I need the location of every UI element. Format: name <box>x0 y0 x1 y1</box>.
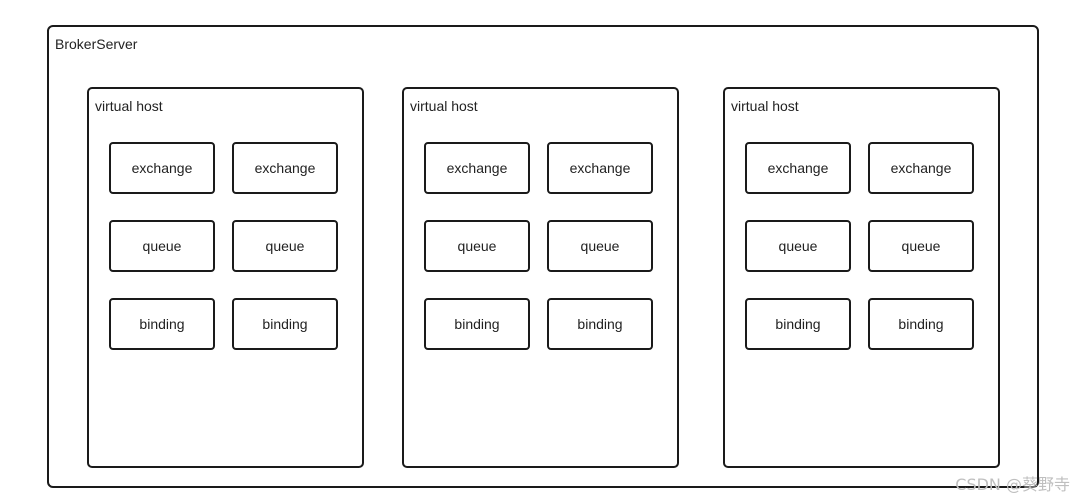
virtual-host-box-2: virtual host exchange exchange queue que… <box>402 87 679 468</box>
csdn-watermark: CSDN @葵野寺 <box>955 475 1070 494</box>
exchange-node: exchange <box>547 142 653 194</box>
exchange-node: exchange <box>109 142 215 194</box>
binding-node: binding <box>547 298 653 350</box>
broker-server-label: BrokerServer <box>55 36 138 52</box>
queue-node: queue <box>547 220 653 272</box>
exchange-node: exchange <box>424 142 530 194</box>
virtual-host-box-1: virtual host exchange exchange queue que… <box>87 87 364 468</box>
queue-node: queue <box>745 220 851 272</box>
queue-node: queue <box>109 220 215 272</box>
exchange-node: exchange <box>868 142 974 194</box>
binding-node: binding <box>232 298 338 350</box>
virtual-host-box-3: virtual host exchange exchange queue que… <box>723 87 1000 468</box>
virtual-host-label: virtual host <box>731 98 799 114</box>
exchange-node: exchange <box>232 142 338 194</box>
exchange-node: exchange <box>745 142 851 194</box>
queue-node: queue <box>424 220 530 272</box>
virtual-host-label: virtual host <box>410 98 478 114</box>
broker-server-box: BrokerServer virtual host exchange excha… <box>47 25 1039 488</box>
binding-node: binding <box>109 298 215 350</box>
virtual-host-label: virtual host <box>95 98 163 114</box>
queue-node: queue <box>232 220 338 272</box>
binding-node: binding <box>424 298 530 350</box>
binding-node: binding <box>868 298 974 350</box>
binding-node: binding <box>745 298 851 350</box>
queue-node: queue <box>868 220 974 272</box>
